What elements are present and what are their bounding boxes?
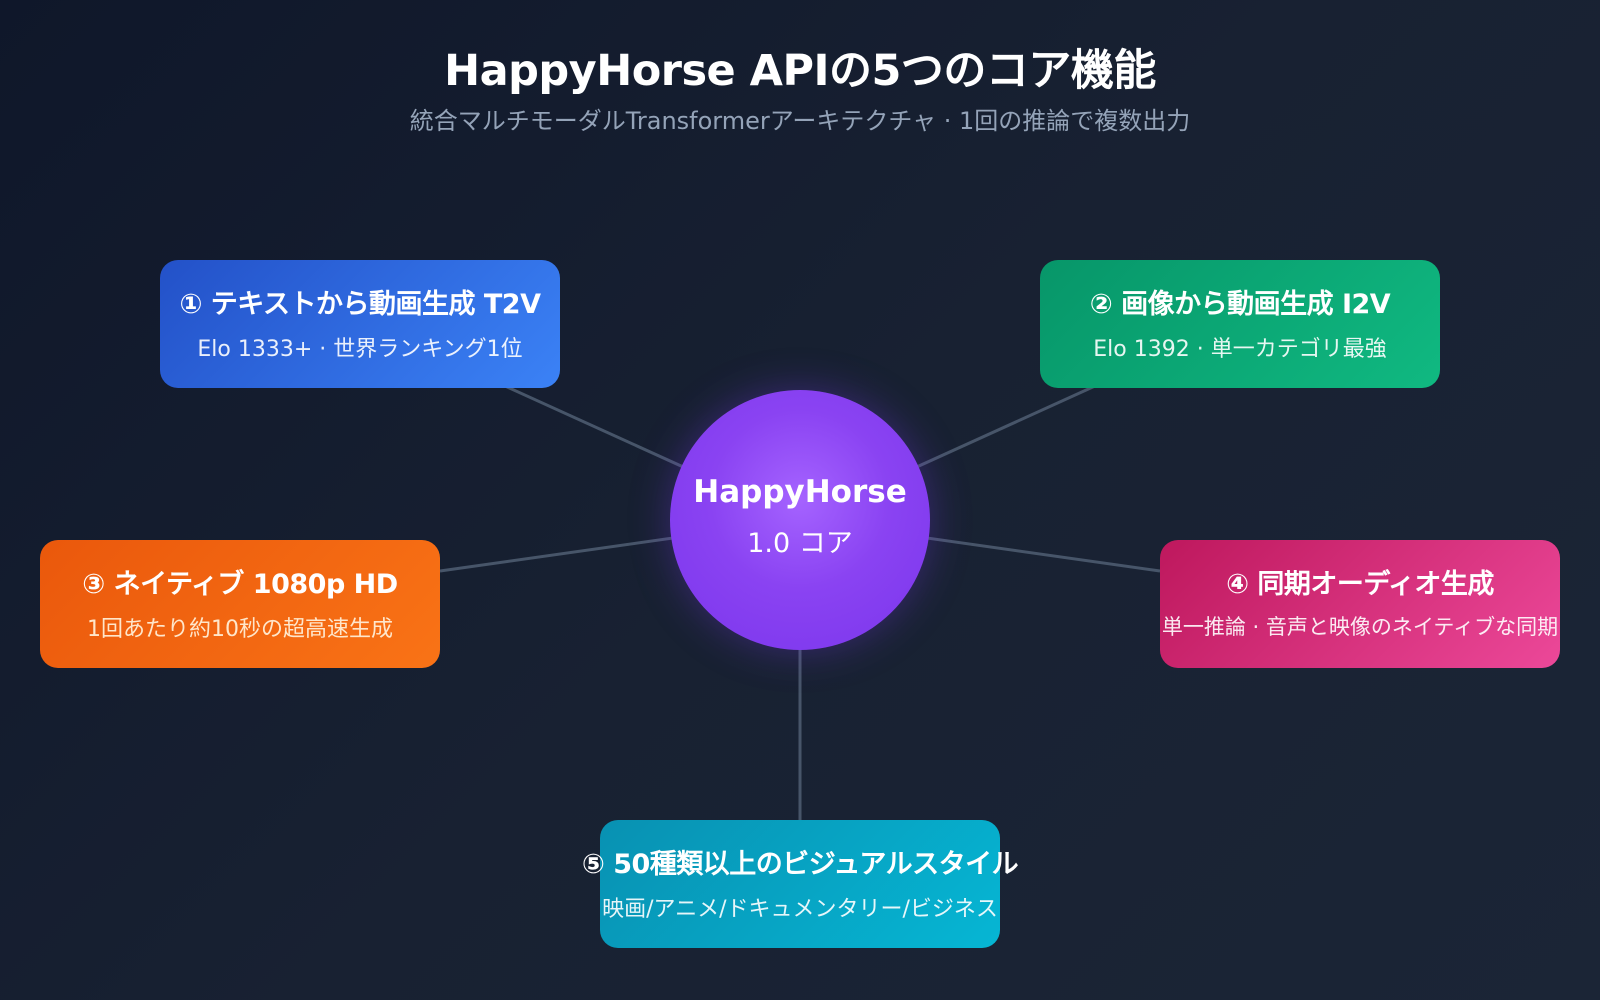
feature-card-audio: ④ 同期オーディオ生成 単一推論 · 音声と映像のネイティブな同期 [1160, 540, 1560, 668]
feature-title: ③ ネイティブ 1080p HD [82, 569, 398, 600]
feature-title: ① テキストから動画生成 T2V [179, 289, 541, 320]
core-hub-subtitle: 1.0 コア [747, 528, 853, 559]
core-hub: HappyHorse 1.0 コア [670, 390, 930, 650]
feature-card-styles: ⑤ 50種類以上のビジュアルスタイル 映画/アニメ/ドキュメンタリー/ビジネス [582, 820, 1019, 948]
feature-card-t2v: ① テキストから動画生成 T2V Elo 1333+ · 世界ランキング1位 [160, 260, 560, 388]
feature-card-i2v: ② 画像から動画生成 I2V Elo 1392 · 単一カテゴリ最強 [1040, 260, 1440, 388]
feature-description: 映画/アニメ/ドキュメンタリー/ビジネス [602, 897, 998, 922]
feature-description: Elo 1392 · 単一カテゴリ最強 [1093, 337, 1387, 362]
feature-description: 単一推論 · 音声と映像のネイティブな同期 [1161, 615, 1559, 639]
feature-title: ④ 同期オーディオ生成 [1226, 569, 1494, 600]
page-subtitle: 統合マルチモーダルTransformerアーキテクチャ · 1回の推論で複数出力 [409, 107, 1191, 135]
page-title: HappyHorse APIの5つのコア機能 [444, 46, 1156, 96]
feature-description: 1回あたり約10秒の超高速生成 [87, 617, 393, 642]
feature-description: Elo 1333+ · 世界ランキング1位 [197, 337, 523, 362]
core-hub-title: HappyHorse [693, 474, 907, 510]
feature-title: ② 画像から動画生成 I2V [1089, 289, 1391, 320]
feature-title: ⑤ 50種類以上のビジュアルスタイル [581, 849, 1019, 880]
feature-card-1080p: ③ ネイティブ 1080p HD 1回あたり約10秒の超高速生成 [40, 540, 440, 668]
